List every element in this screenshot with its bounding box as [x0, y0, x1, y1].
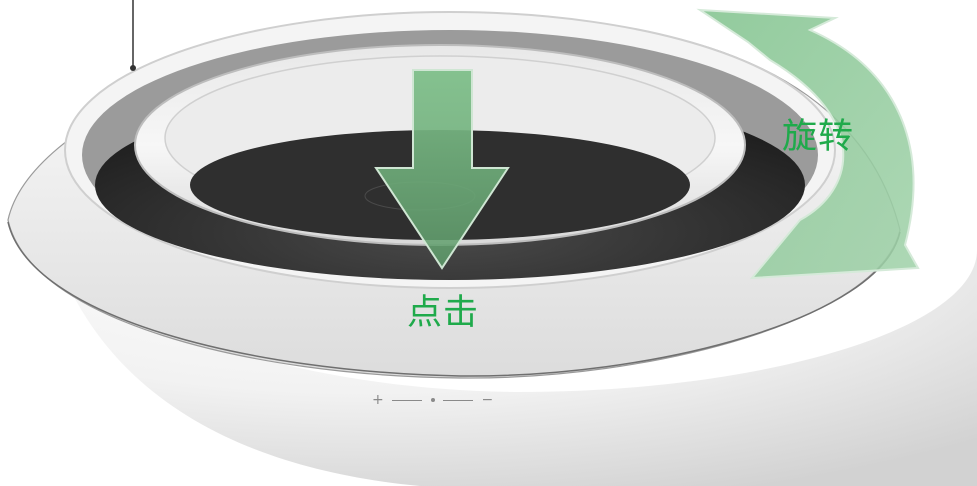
volume-scale: + − — [372, 392, 493, 408]
press-label: 点击 — [407, 296, 479, 331]
scale-line-right — [443, 400, 473, 401]
leader-dot — [130, 65, 136, 71]
plus-mark: + — [372, 392, 384, 408]
scale-dot — [431, 398, 435, 402]
rotate-label: 旋转 — [782, 120, 854, 155]
scale-line-left — [392, 400, 422, 401]
minus-mark: − — [482, 392, 494, 408]
